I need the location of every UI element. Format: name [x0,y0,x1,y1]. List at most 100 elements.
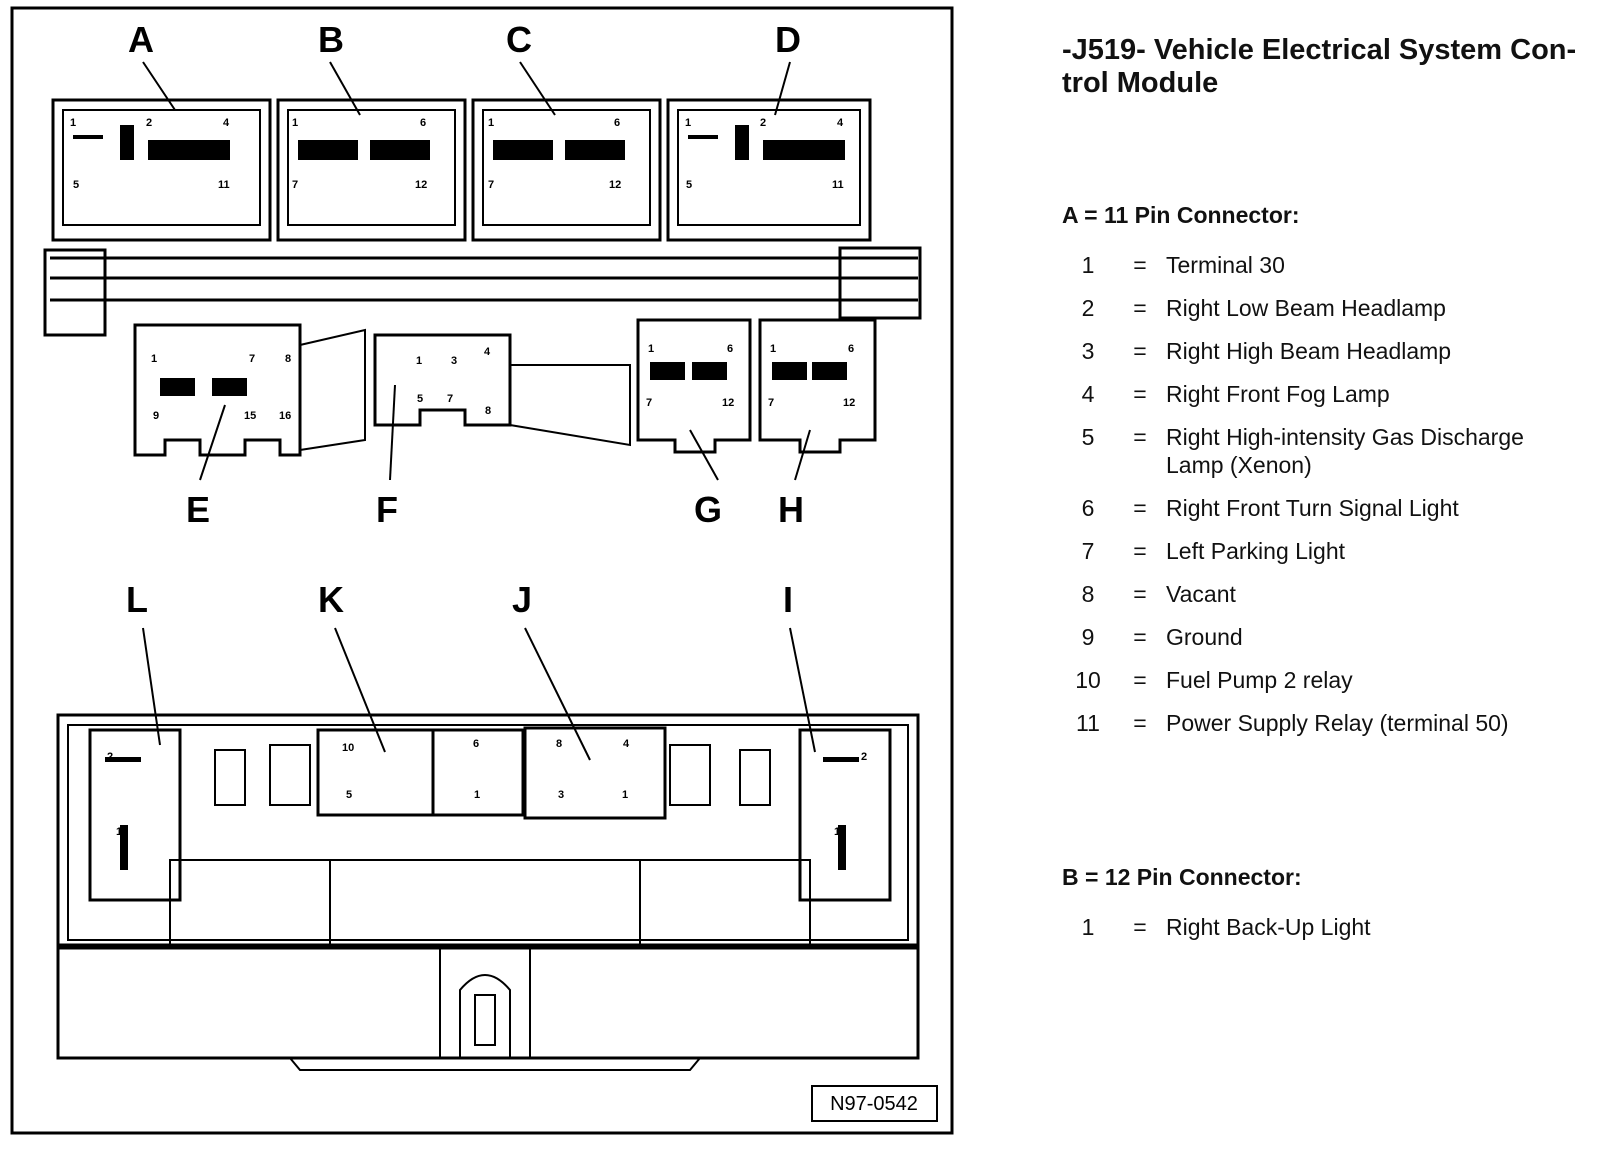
connector-diagram: A B C D E F G H L K J I 1 2 4 5 11 1 6 7… [10,6,954,1135]
pin-i-2: 2 [861,751,867,763]
connector-i-outline [798,728,892,902]
legend-title: -J519- Vehicle Electrical System Con-tro… [1062,34,1577,99]
connector-c-outline [471,98,662,242]
pin-g-1: 1 [648,343,654,355]
pin-e-8: 8 [285,353,291,365]
connector-l-outline [88,728,182,902]
pin-description: Right Low Beam Headlamp [1166,295,1446,321]
figure-id-box [811,1085,938,1122]
equals-sign: = [1133,710,1147,736]
pin-number: 11 [1076,710,1100,736]
pin-number: 1 [1081,252,1095,278]
pin-k-6: 6 [473,738,479,750]
equals-sign: = [1133,495,1147,521]
pin-j-3: 3 [558,789,564,801]
pin-a-2: 2 [146,117,152,129]
pin-row: 3 = Right High Beam Headlamp [1062,337,1582,365]
pin-i-1: 1 [834,826,840,838]
pin-a-5: 5 [73,179,79,191]
equals-sign: = [1133,624,1147,650]
pin-g-12: 12 [722,397,734,409]
label-k: K [318,579,344,620]
lower-housing [56,713,920,947]
pin-a-11: 11 [218,179,230,191]
pin-number: 1 [1081,914,1095,940]
pin-row: 2=Right Low Beam Headlamp [1062,294,1582,322]
pin-f-5: 5 [417,393,423,405]
pin-row: 5=Right High-intensity Gas Discharge Lam… [1062,423,1582,479]
pin-description: Right Front Turn Signal Light [1166,495,1459,521]
pin-f-4: 4 [484,346,491,358]
connector-j-outline [523,726,667,820]
connector-h-outline [758,318,877,454]
pin-h-7: 7 [768,397,774,409]
pin-l-1: 1 [116,826,122,838]
pin-f-1: 1 [416,355,422,367]
pin-number: 10 [1075,667,1101,693]
label-g: G [694,489,722,530]
pin-d-5: 5 [686,179,692,191]
label-i: I [783,579,793,620]
pin-description: Ground [1166,624,1243,650]
equals-sign: = [1133,424,1147,450]
pin-a-4: 4 [223,117,230,129]
figure-id: N97-0542 [830,1093,918,1115]
pin-j-8: 8 [556,738,562,750]
pin-k-1: 1 [474,789,480,801]
pin-row: 9 = Ground [1062,623,1582,651]
pin-k-5: 5 [346,789,352,801]
pin-b-1: 1 [292,117,298,129]
pin-c-12: 12 [609,179,621,191]
pin-row: 11=Power Supply Relay (terminal 50) [1062,709,1582,737]
pin-j-4: 4 [623,738,630,750]
equals-sign: = [1133,338,1147,364]
pin-number: 7 [1081,538,1095,564]
equals-sign: = [1133,914,1147,940]
pin-l-2: 2 [107,751,113,763]
pin-a-1: 1 [70,117,76,129]
pin-f-7: 7 [447,393,453,405]
label-l: L [126,579,148,620]
pin-row: 6=Right Front Turn Signal Light [1062,494,1582,522]
equals-sign: = [1133,538,1147,564]
pin-number: 9 [1081,624,1095,650]
pin-g-7: 7 [646,397,652,409]
label-h: H [778,489,804,530]
pin-b-7: 7 [292,179,298,191]
pin-h-12: 12 [843,397,855,409]
pin-description: Vacant [1166,581,1236,607]
equals-sign: = [1133,667,1147,693]
pin-description: Fuel Pump 2 relay [1166,667,1353,693]
pin-description: Right High-intensity Gas Discharge Lamp … [1166,424,1524,478]
pin-row: 1=Right Back-Up Light [1062,913,1371,941]
label-f: F [376,489,398,530]
pin-d-2: 2 [760,117,766,129]
label-a: A [128,19,154,60]
pin-c-1: 1 [488,117,494,129]
pin-d-1: 1 [685,117,691,129]
pin-description: Terminal 30 [1166,252,1285,278]
pin-k-10: 10 [342,742,354,754]
connector-a-outline [51,98,272,242]
pin-legend: -J519- Vehicle Electrical System Con-tro… [1062,34,1582,940]
label-e: E [186,489,210,530]
pin-e-15: 15 [244,410,256,422]
pin-e-16: 16 [279,410,291,422]
connector-b-outline [276,98,467,242]
pin-e-1: 1 [151,353,157,365]
pin-number: 8 [1081,581,1095,607]
pin-number: 3 [1081,338,1095,364]
pin-row: 4=Right Front Fog Lamp [1062,380,1582,408]
section-b: B = 12 Pin Connector: 1=Right Back-Up Li… [1062,864,1371,941]
pin-e-7: 7 [249,353,255,365]
pin-g-6: 6 [727,343,733,355]
pin-number: 4 [1081,381,1095,407]
pin-description: Right High Beam Headlamp [1166,338,1452,364]
pin-j-1: 1 [622,789,628,801]
pin-b-6: 6 [420,117,426,129]
diagram-frame [10,6,954,1135]
pin-description: Right Front Fog Lamp [1166,381,1390,407]
connector-e-outline [133,323,302,457]
pin-row: 1=Terminal 30 [1062,251,1582,279]
label-c: C [506,19,532,60]
